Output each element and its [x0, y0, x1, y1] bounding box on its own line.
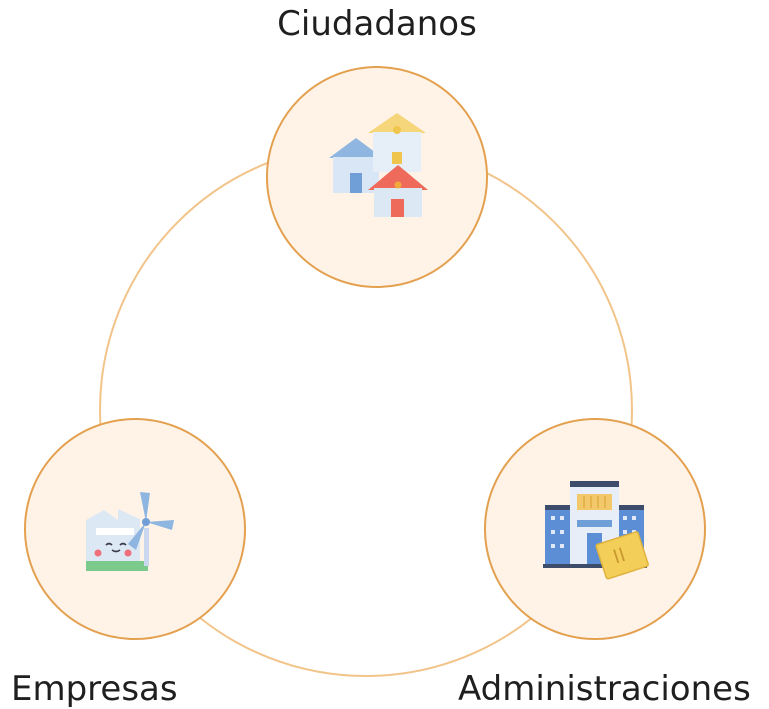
node-ciudadanos	[266, 66, 488, 288]
houses-icon	[329, 113, 428, 217]
government-building-document-icon	[543, 481, 649, 580]
factory-wind-turbine-icon	[86, 492, 174, 571]
node-administraciones	[484, 418, 706, 640]
node-label-ciudadanos: Ciudadanos	[277, 4, 477, 44]
node-label-empresas: Empresas	[11, 669, 178, 709]
node-label-administraciones: Administraciones	[458, 669, 751, 709]
node-empresas	[24, 418, 246, 640]
